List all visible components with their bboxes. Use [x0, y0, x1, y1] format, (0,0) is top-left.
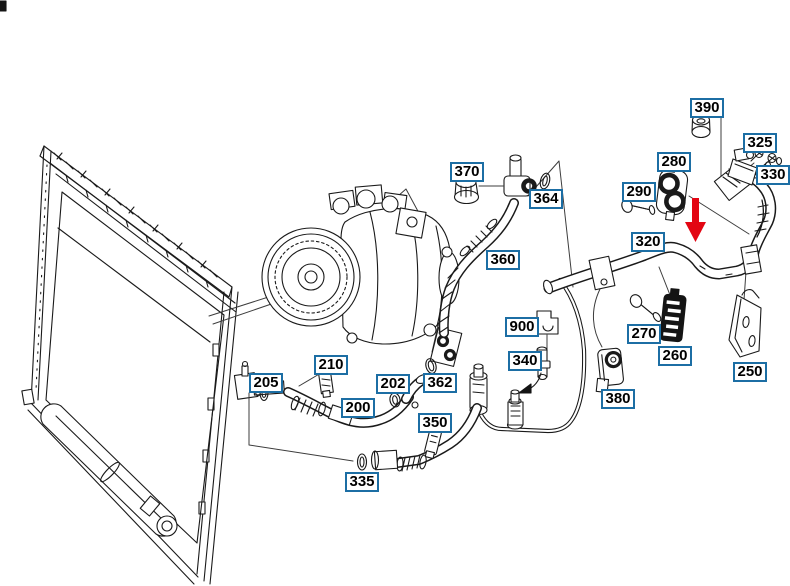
o-ring-335 — [356, 453, 368, 471]
liquid-pipe-drawing — [475, 277, 587, 434]
part-label-900[interactable]: 900 — [505, 317, 539, 337]
bracket-250 — [728, 289, 762, 358]
damper-260 — [659, 288, 687, 343]
bracket-900 — [536, 310, 559, 335]
clip-210 — [318, 371, 334, 398]
part-label-370[interactable]: 370 — [450, 162, 484, 182]
red-arrow-down — [685, 198, 706, 242]
part-label-205[interactable]: 205 — [249, 373, 283, 393]
sensor-340 — [533, 346, 551, 381]
sensor-380 — [595, 347, 624, 394]
edge-artifact — [0, 0, 7, 12]
lower-hose-drawing — [370, 403, 482, 472]
part-label-270[interactable]: 270 — [627, 324, 661, 344]
pipe-320-drawing — [542, 147, 777, 295]
part-label-280[interactable]: 280 — [657, 152, 691, 172]
part-label-362[interactable]: 362 — [423, 373, 457, 393]
part-label-360[interactable]: 360 — [486, 250, 520, 270]
part-label-200[interactable]: 200 — [341, 398, 375, 418]
part-label-250[interactable]: 250 — [733, 362, 767, 382]
part-label-325[interactable]: 325 — [743, 133, 777, 153]
part-label-320[interactable]: 320 — [631, 232, 665, 252]
compressor-drawing — [261, 184, 463, 367]
grommet-390 — [691, 114, 711, 139]
part-label-330[interactable]: 330 — [756, 165, 790, 185]
condenser-drawing — [21, 145, 285, 585]
bolt-290 — [621, 199, 656, 215]
bolt-270 — [629, 294, 662, 322]
service-valve-target — [506, 389, 524, 430]
part-label-390[interactable]: 390 — [690, 98, 724, 118]
part-label-202[interactable]: 202 — [376, 374, 410, 394]
o-ring-364 — [539, 172, 551, 190]
part-label-335[interactable]: 335 — [345, 472, 379, 492]
part-label-350[interactable]: 350 — [418, 413, 452, 433]
part-label-210[interactable]: 210 — [314, 355, 348, 375]
part-label-260[interactable]: 260 — [658, 346, 692, 366]
part-label-290[interactable]: 290 — [622, 182, 656, 202]
o-ring-202 — [389, 392, 401, 408]
part-label-380[interactable]: 380 — [601, 389, 635, 409]
part-label-340[interactable]: 340 — [508, 351, 542, 371]
curved-arrow — [518, 372, 542, 394]
part-label-364[interactable]: 364 — [529, 189, 563, 209]
